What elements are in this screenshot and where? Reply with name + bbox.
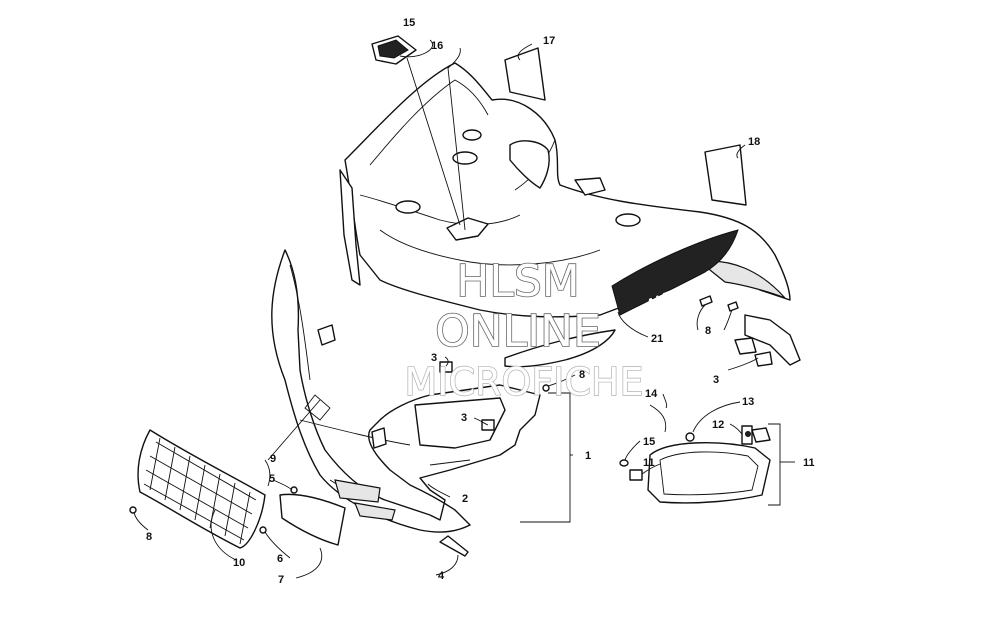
bolt-4 <box>439 535 469 557</box>
callout-labels: 15 16 17 18 21 8 3 3 3 8 1 2 4 9 5 6 7 8… <box>146 17 815 586</box>
callout-15: 13 <box>742 396 754 408</box>
screw-5 <box>290 486 298 494</box>
callout-8-right: 8 <box>705 325 711 337</box>
callout-5: 5 <box>269 473 275 485</box>
watermark-line3: MICROFICHE <box>404 360 643 404</box>
callout-16: 14 <box>645 388 658 400</box>
callout-3-right: 3 <box>713 374 719 386</box>
callout-7: 7 <box>278 574 284 586</box>
screw-8-left <box>129 506 137 514</box>
callout-8-left: 8 <box>146 531 152 543</box>
callout-2: 2 <box>462 493 468 505</box>
callout-9: 9 <box>270 453 276 465</box>
callout-8-middle: 8 <box>579 369 585 381</box>
watermark-line1: HLSM <box>456 256 580 307</box>
o-ring-14 <box>619 459 629 467</box>
mounting-bracket <box>734 314 801 367</box>
callout-19: 17 <box>543 35 555 47</box>
callout-1: 1 <box>585 450 591 462</box>
watermark-line2: ONLINE <box>435 306 601 357</box>
callout-14: 15 <box>643 436 655 448</box>
leader-lines <box>133 39 795 579</box>
socket-15 <box>685 432 695 442</box>
lower-trim-strip <box>504 329 616 368</box>
callout-3-upper: 3 <box>431 352 437 364</box>
grille-mesh <box>137 429 266 549</box>
front-bumper-housing <box>271 249 541 533</box>
callout-4: 4 <box>438 570 445 582</box>
clip-13 <box>629 469 643 481</box>
callout-20: 18 <box>748 136 760 148</box>
screw-8-middle <box>542 384 550 392</box>
trim-piece-7 <box>279 493 346 546</box>
callout-12: 12 <box>712 419 724 431</box>
callout-3-middle: 3 <box>461 412 467 424</box>
decal-20 <box>704 144 747 206</box>
callout-11: 11 <box>803 457 815 469</box>
callout-17: 15 <box>403 17 415 29</box>
clip-3-upper <box>439 361 453 373</box>
callout-10: 10 <box>233 557 245 569</box>
screw-6 <box>259 526 267 534</box>
callout-13: 11 <box>643 457 655 469</box>
decal-19 <box>504 47 546 101</box>
headlight-assembly <box>619 404 771 504</box>
wire-16 <box>649 404 667 433</box>
headlight-bulb <box>741 425 771 445</box>
callout-18: 16 <box>431 40 443 52</box>
callout-21: 21 <box>651 333 663 345</box>
badge-17 <box>371 35 417 65</box>
screw-8-right <box>699 295 739 312</box>
watermark: HLSM ONLINE MICROFICHE <box>404 255 644 405</box>
callout-6: 6 <box>277 553 283 565</box>
